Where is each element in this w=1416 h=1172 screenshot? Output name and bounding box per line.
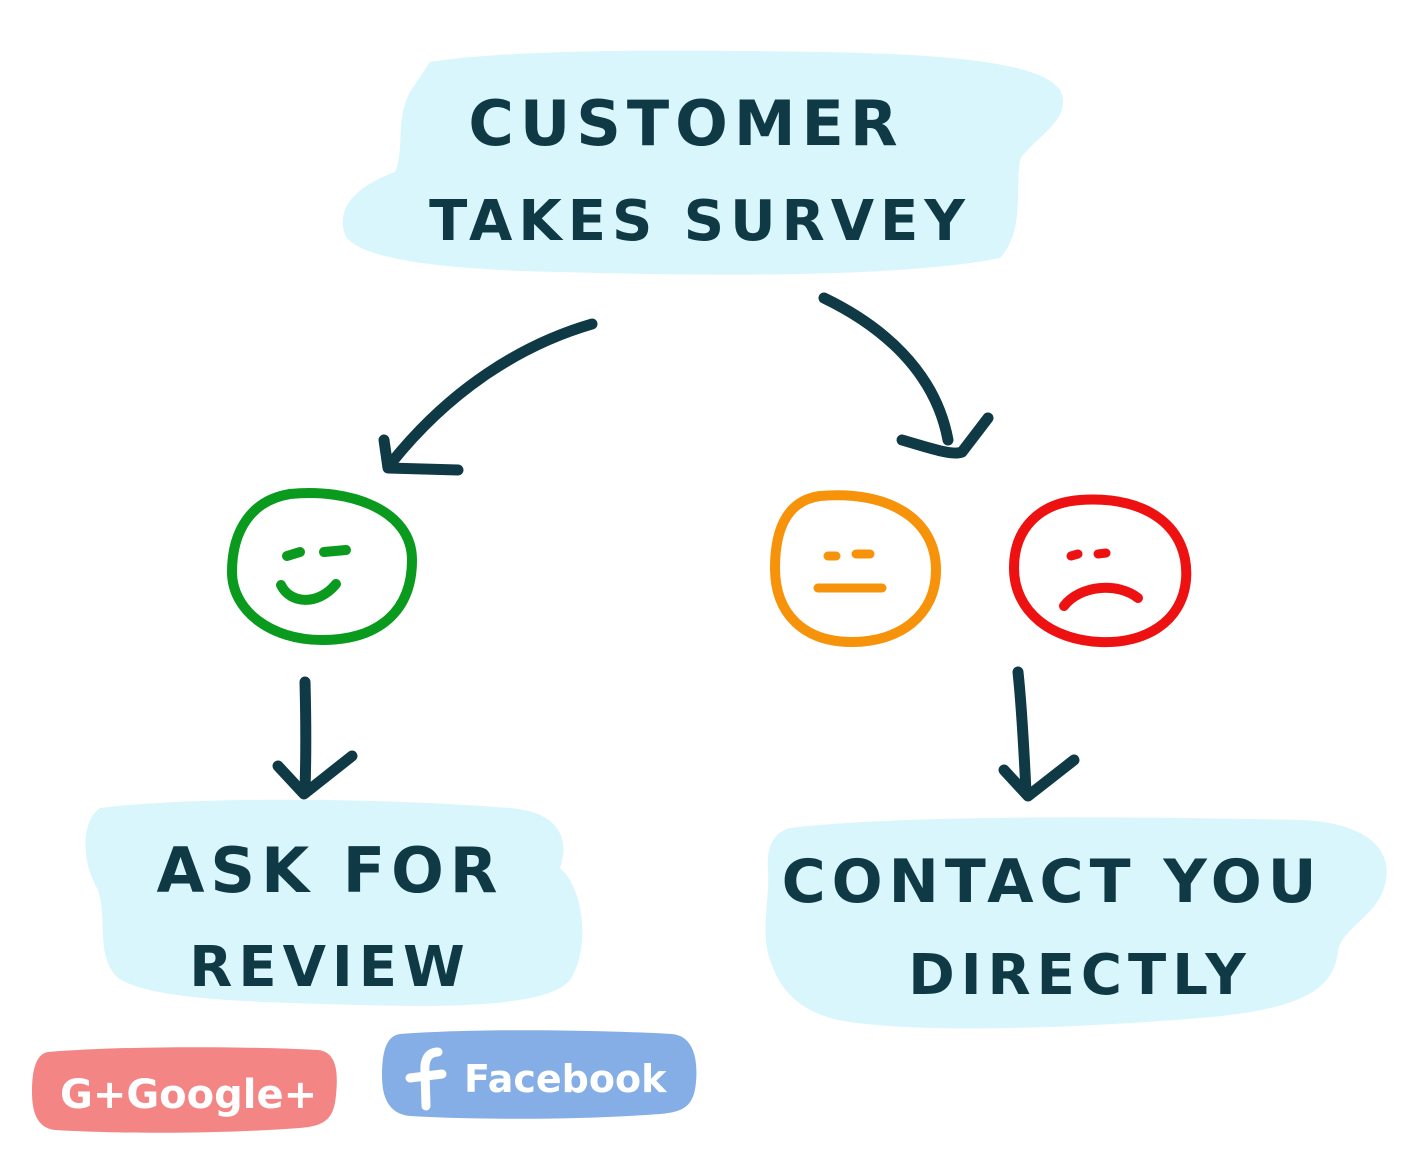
survey-bubble [342,50,1064,275]
neutral-face-icon [769,490,942,648]
google-plus-button[interactable]: G+Google+ [32,1047,337,1133]
survey-line-2: TAKES SURVEY [429,189,971,254]
facebook-button[interactable]: Facebook [382,1030,697,1119]
arrow-down-right [998,666,1080,802]
review-node: ASK FOR REVIEW [85,799,583,1006]
contact-node: CONTACT YOU DIRECTLY [765,817,1387,1029]
facebook-f-icon [405,1047,447,1111]
review-bubble [85,799,583,1006]
happy-face-icon [226,488,418,646]
arrow-to-happy [378,318,598,476]
contact-line-2: DIRECTLY [908,943,1252,1008]
contact-line-1: CONTACT YOU [782,847,1323,917]
facebook-label: Facebook [464,1057,667,1101]
sad-face-icon [1008,494,1192,648]
review-line-1: ASK FOR [156,834,503,907]
review-line-2: REVIEW [189,935,471,1000]
arrow-to-unhappy [818,292,994,459]
survey-line-1: CUSTOMER [468,87,903,160]
contact-bubble [765,817,1387,1029]
survey-node: CUSTOMER TAKES SURVEY [342,50,1064,275]
google-plus-label: G+Google+ [60,1072,317,1118]
arrow-down-left [272,676,358,800]
